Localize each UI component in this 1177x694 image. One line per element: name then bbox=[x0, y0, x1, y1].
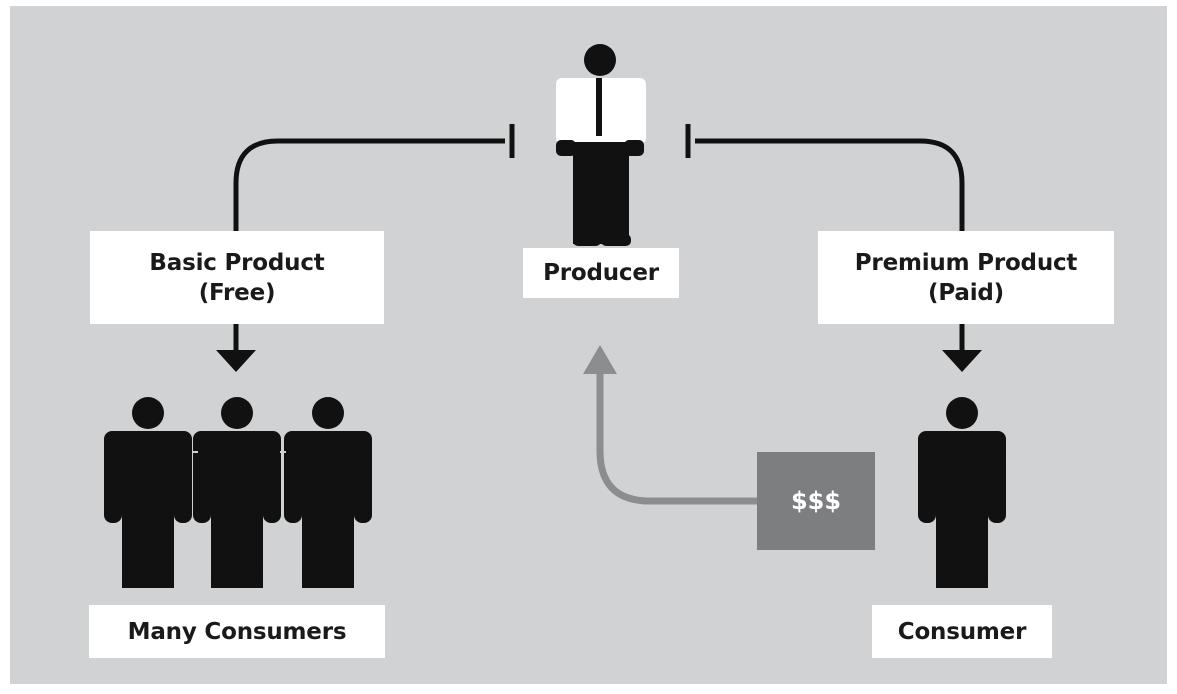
consumer-label: Consumer bbox=[872, 605, 1052, 658]
money-label-text: $$$ bbox=[790, 487, 842, 515]
producer-figure-icon bbox=[556, 44, 646, 246]
basic-product-label-line2: (Free) bbox=[198, 279, 276, 306]
many-consumers-label: Many Consumers bbox=[89, 605, 385, 658]
group-of-consumers-icon bbox=[104, 397, 372, 588]
basic-down-arrow-head bbox=[216, 350, 256, 372]
money-box bbox=[757, 452, 875, 550]
many-consumers-label-text: Many Consumers bbox=[127, 618, 347, 645]
premium-product-label: Premium Product (Paid) bbox=[818, 231, 1114, 324]
premium-product-label-line2: (Paid) bbox=[928, 279, 1004, 306]
premium-down-arrow-head bbox=[942, 350, 982, 372]
money-label: $$$ bbox=[757, 452, 875, 550]
consumer-label-text: Consumer bbox=[897, 618, 1027, 645]
producer-label-text: Producer bbox=[543, 260, 659, 286]
producer-label: Producer bbox=[523, 248, 679, 298]
premium-product-label-line1: Premium Product bbox=[854, 249, 1078, 276]
basic-product-connector bbox=[233, 138, 505, 232]
money-arrow-curve bbox=[596, 372, 757, 505]
premium-product-connector bbox=[695, 138, 965, 232]
basic-product-label-line1: Basic Product bbox=[149, 249, 325, 276]
basic-product-label: Basic Product (Free) bbox=[90, 231, 384, 324]
money-arrow-head bbox=[583, 345, 617, 374]
